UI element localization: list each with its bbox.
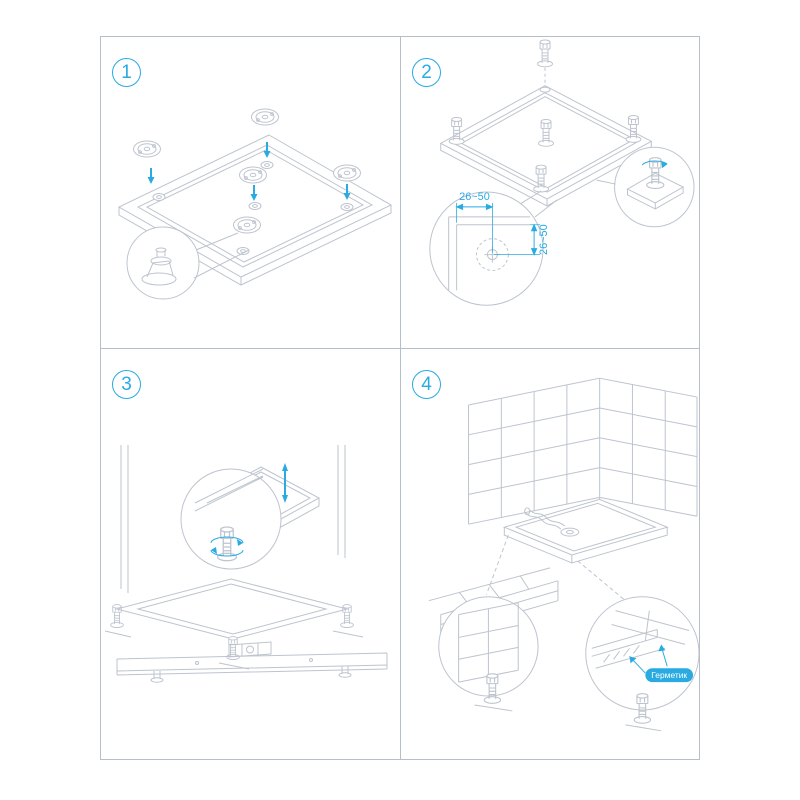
level-check-side-view — [116, 641, 388, 683]
step-1-number: 1 — [121, 62, 132, 83]
sealant-label: Герметик — [651, 670, 687, 680]
step-2-number-badge: 2 — [412, 58, 441, 87]
foot-install-callout — [596, 146, 695, 228]
press-down-arrow — [282, 463, 288, 503]
wall-corner-lines — [120, 445, 346, 593]
mounting-discs — [133, 108, 361, 234]
step-2-number: 2 — [421, 62, 432, 83]
foot-holes — [152, 161, 354, 255]
panel-step-3: 3 — [101, 349, 401, 759]
dimension-horizontal-label: 26~50 — [459, 191, 490, 203]
support-frame — [104, 578, 364, 670]
foot-adjust-callout — [180, 468, 282, 570]
step-3-number-badge: 3 — [112, 370, 141, 399]
foot-rotation-arrows — [210, 536, 244, 557]
sealant-callout — [585, 596, 699, 732]
spirit-level-icon — [228, 641, 272, 658]
step-4-number: 4 — [421, 374, 432, 395]
diagram-grid: 1 — [100, 36, 700, 760]
installed-tray — [502, 498, 669, 564]
tray-bottom-view — [117, 134, 393, 286]
dimension-lines — [455, 202, 541, 256]
step-2-drawing: 26~50 26~50 — [429, 39, 695, 306]
step-3-drawing — [104, 445, 388, 683]
step-4-number-badge: 4 — [412, 370, 441, 399]
dimension-vertical-label: 26~50 — [538, 224, 550, 255]
step-3-number: 3 — [121, 374, 132, 395]
foot-detail-callout — [126, 226, 250, 300]
step-4-drawing: Герметик — [428, 377, 699, 732]
screw-in-feet — [448, 39, 642, 193]
panel-step-2: 2 — [401, 37, 699, 349]
drain-hose-icon — [524, 507, 580, 537]
sealant-label-group: Герметик — [629, 644, 694, 683]
step-1-drawing — [117, 108, 393, 300]
dimension-detail-callout — [429, 190, 558, 306]
sealant-label-pill — [645, 668, 694, 683]
callout-leader-lines — [485, 534, 626, 602]
panel-step-4: 4 — [401, 349, 699, 759]
panel-step-1: 1 — [101, 37, 401, 349]
tiled-wall-corner — [468, 377, 698, 525]
step-1-number-badge: 1 — [112, 58, 141, 87]
rotation-arrows — [641, 160, 668, 169]
tile-corner-callout — [438, 596, 539, 712]
